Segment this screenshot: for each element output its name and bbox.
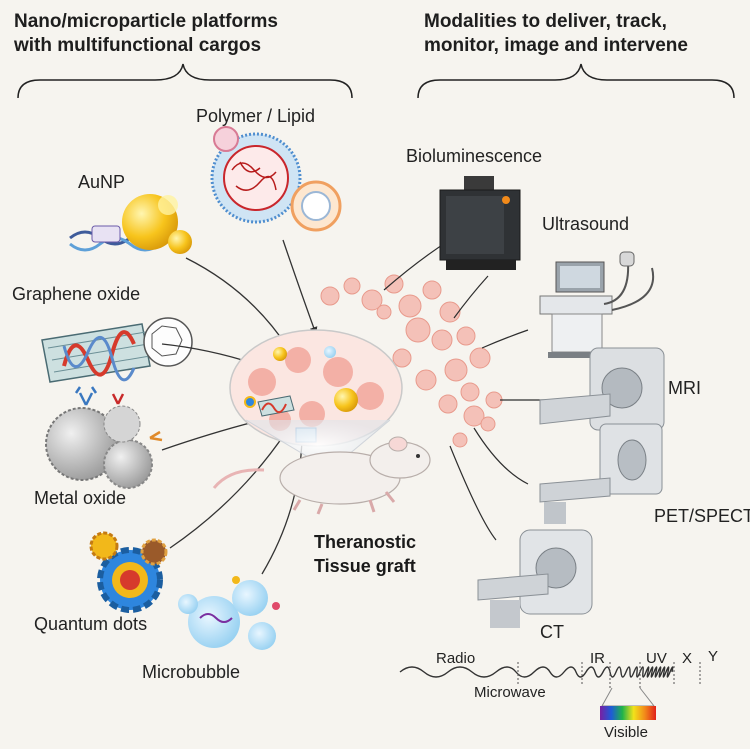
left-brace	[17, 63, 353, 99]
right-header-line-2: monitor, image and intervene	[424, 35, 688, 56]
microbubble-label: Microbubble	[142, 662, 241, 682]
mouse-icon	[212, 436, 431, 515]
polymer-lipid-icon	[210, 126, 342, 232]
metal-oxide-icon	[45, 386, 163, 489]
visible-funnel	[601, 687, 656, 707]
ultrasound-device-icon	[539, 251, 655, 358]
right-header: Modalities to deliver, track, monitor, i…	[424, 10, 688, 58]
metal-oxide-label: Metal oxide	[34, 488, 127, 508]
right-header-line-1: Modalities to deliver, track,	[424, 11, 667, 32]
quantum-dots-label: Quantum dots	[34, 614, 148, 634]
bioluminescence-label: Bioluminescence	[406, 146, 543, 166]
spectrum-radio-label: Radio	[436, 650, 476, 667]
spectrum-x-label: X	[682, 650, 693, 667]
visible-rainbow-bar	[600, 706, 656, 720]
ct-scanner-icon	[477, 529, 593, 628]
spectrum-wave	[399, 666, 674, 678]
aunp-icon	[69, 194, 192, 254]
spectrum-visible-label: Visible	[604, 724, 648, 741]
spectrum-ticks	[517, 662, 701, 690]
polymer-lipid-label: Polymer / Lipid	[196, 106, 316, 126]
theranostic-graft-label: Theranostic Tissue graft	[314, 530, 416, 578]
mri-scanner-icon	[539, 347, 665, 431]
theranostic-label-line-2: Tissue graft	[314, 556, 416, 576]
left-header-line-2: with multifunctional cargos	[14, 35, 262, 56]
spectrum-y-label: Y	[708, 648, 719, 665]
spectrum-microwave-label: Microwave	[474, 684, 546, 701]
pet-spect-scanner-icon	[539, 423, 663, 524]
bioluminescence-device-icon	[439, 176, 521, 270]
ultrasound-label: Ultrasound	[542, 214, 630, 234]
mri-label: MRI	[668, 378, 701, 398]
ct-label: CT	[540, 622, 564, 642]
aunp-label: AuNP	[78, 172, 126, 192]
pet-spect-label: PET/SPECT	[654, 506, 750, 526]
right-brace	[417, 63, 735, 99]
tissue-cells	[320, 274, 503, 448]
quantum-dots-icon	[89, 531, 168, 613]
spectrum-ir-label: IR	[590, 650, 605, 667]
left-header-line-1: Nano/microparticle platforms	[14, 11, 278, 32]
theranostic-label-line-1: Theranostic	[314, 532, 417, 552]
graphene-oxide-icon	[41, 317, 193, 383]
graphene-oxide-label: Graphene oxide	[12, 284, 141, 304]
spectrum-uv-label: UV	[646, 650, 667, 667]
microbubble-icon	[178, 576, 280, 650]
left-header: Nano/microparticle platforms with multif…	[14, 10, 278, 58]
